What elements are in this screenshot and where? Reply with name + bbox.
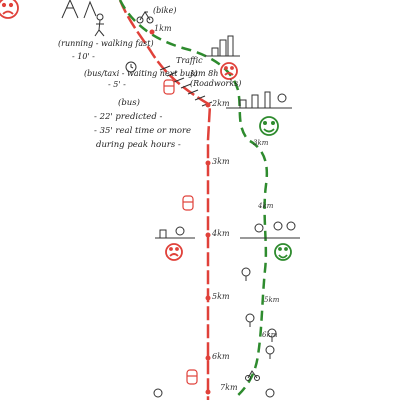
bus-real-time: - 35' real time or more (94, 126, 192, 136)
green-km-label: 4km (258, 202, 274, 210)
happy-face-mid-icon (274, 243, 292, 261)
traffic-jam-label: Jam 8h (190, 69, 219, 78)
happy-face-icon (259, 116, 279, 136)
red-km-label: 3km (212, 157, 230, 166)
bicycle-bottom-icon (245, 370, 260, 381)
red-km-label: 2km (212, 99, 230, 108)
traffic-jam-hatch (159, 65, 213, 107)
sad-face-icon (0, 0, 19, 19)
sad-face-mid-icon (165, 243, 183, 261)
sad-face-traffic-icon (220, 62, 238, 80)
green-km-label: 6km (262, 331, 278, 339)
red-km-label: 5km (212, 292, 230, 301)
traffic-cause-label: (Roadworks) (190, 79, 242, 88)
green-route-line (118, 0, 269, 399)
bus-icon-bottom (186, 369, 198, 385)
bus-peak-hours: during peak hours - (96, 140, 181, 150)
bus-icon-mid (182, 195, 194, 211)
red-route-line (118, 0, 212, 400)
bus-predicted: - 22' predicted - (94, 112, 163, 122)
red-km-label: 4km (212, 229, 230, 238)
houses-icon (226, 91, 292, 109)
bike-label: (bike) (153, 6, 177, 15)
tower-icon (61, 0, 97, 19)
bus-icon (163, 79, 175, 95)
trees-right-icon (240, 221, 300, 239)
running-label: (running - walking fast) (58, 39, 154, 48)
bus-taxi-time-label: - 5' - (108, 80, 126, 89)
bus-taxi-label: (bus/taxi - waiting next bus) (84, 69, 198, 78)
clock-icon (125, 61, 137, 73)
red-km-label: 6km (212, 352, 230, 361)
tree-icon (153, 267, 277, 398)
red-km-label: 7km (220, 383, 238, 392)
bus-heading: (bus) (118, 98, 140, 108)
city-icon (205, 35, 240, 57)
red-km-dots (149, 29, 211, 395)
green-km-label: 5km (264, 296, 280, 304)
bicycle-icon (136, 11, 154, 24)
houses-left-icon (155, 226, 195, 239)
red-km-label: 1km (154, 24, 172, 33)
traffic-label: Traffic (176, 56, 203, 65)
running-time-label: - 10' - (72, 52, 95, 61)
green-km-label: 3km (253, 139, 269, 147)
person-icon (94, 13, 105, 37)
